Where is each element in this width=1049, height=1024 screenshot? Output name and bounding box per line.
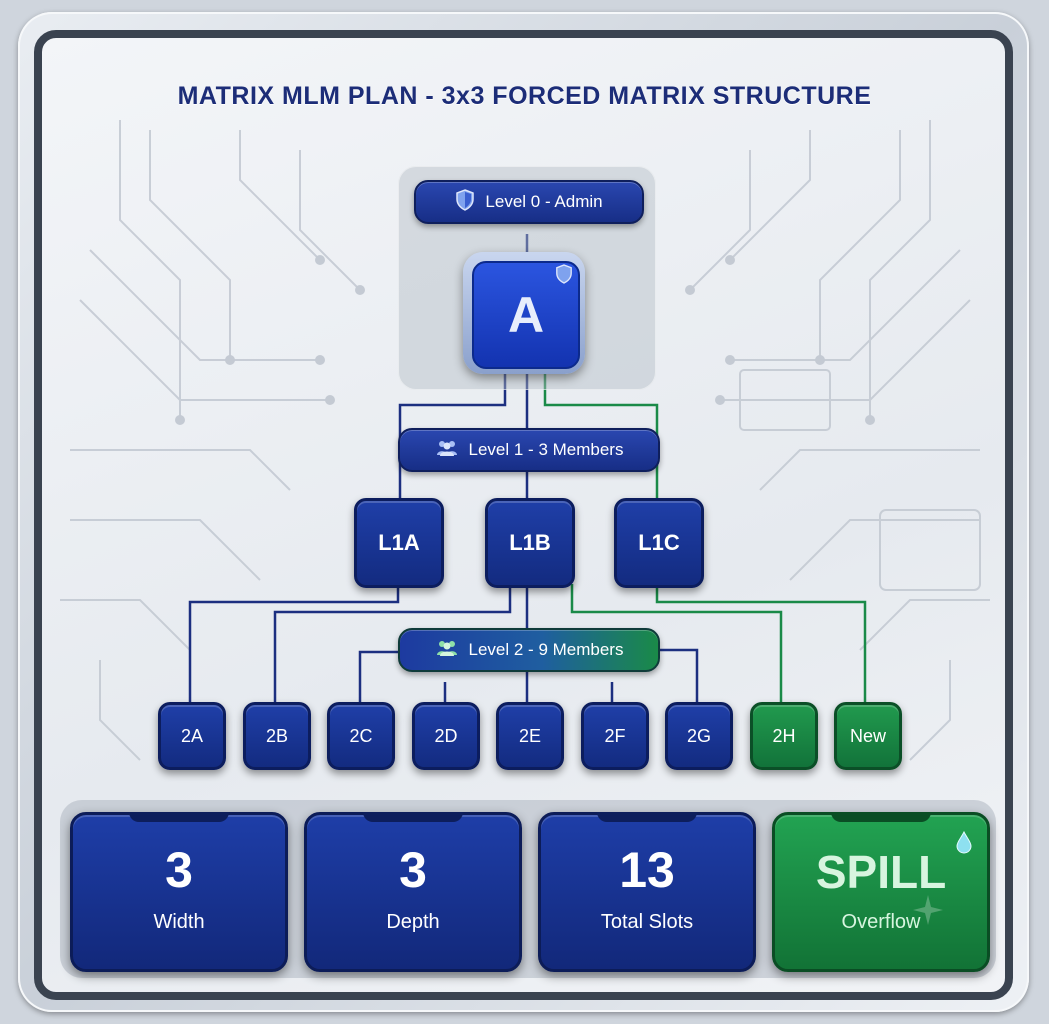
level-2-badge: Level 2 - 9 Members xyxy=(398,628,660,672)
level-1-node[interactable]: L1B xyxy=(485,498,575,588)
level-2-spillover-node[interactable]: 2H xyxy=(750,702,818,770)
stat-value: SPILL xyxy=(815,846,947,898)
level-2-node[interactable]: 2B xyxy=(243,702,311,770)
level-2-spillover-node[interactable]: New xyxy=(834,702,902,770)
sparkle-icon xyxy=(911,893,945,932)
stat-card-total-slots: 13 Total Slots xyxy=(538,812,756,972)
circuit-pads xyxy=(175,255,875,425)
node-label: 2E xyxy=(518,725,542,746)
level-1-badge: Level 1 - 3 Members xyxy=(398,428,660,472)
node-label: 2F xyxy=(604,725,626,746)
node-label: L1B xyxy=(509,530,551,555)
node-label: 2C xyxy=(349,725,373,746)
root-node-label: A xyxy=(507,287,545,343)
level-0-badge: Level 0 - Admin xyxy=(414,180,644,224)
level-2-node[interactable]: 2G xyxy=(665,702,733,770)
level-2-node[interactable]: 2F xyxy=(581,702,649,770)
level-2-label: Level 2 - 9 Members xyxy=(468,640,624,659)
stat-card-width: 3 Width xyxy=(70,812,288,972)
node-label: 2H xyxy=(772,725,796,746)
level-2-node[interactable]: 2C xyxy=(327,702,395,770)
level-2-node[interactable]: 2E xyxy=(496,702,564,770)
level-2-node[interactable]: 2A xyxy=(158,702,226,770)
stat-label: Total Slots xyxy=(600,911,694,933)
stat-card-spill: SPILL Overflow xyxy=(772,812,990,972)
node-label: 2A xyxy=(180,725,204,746)
node-label: 2D xyxy=(434,725,458,746)
stat-value: 13 xyxy=(619,842,675,898)
stat-card-depth: 3 Depth xyxy=(304,812,522,972)
stat-label: Width xyxy=(153,911,205,933)
stat-label: Depth xyxy=(386,911,440,933)
node-label: L1C xyxy=(638,530,680,555)
stat-value: 3 xyxy=(165,842,193,898)
node-label: 2B xyxy=(265,725,289,746)
page-title: MATRIX MLM PLAN - 3x3 FORCED MATRIX STRU… xyxy=(177,82,872,110)
circuit-traces xyxy=(60,120,990,761)
droplet-icon xyxy=(955,830,973,860)
root-admin-node[interactable]: A xyxy=(463,252,585,374)
node-label: 2G xyxy=(686,725,711,746)
level-0-label: Level 0 - Admin xyxy=(485,192,603,211)
node-label: New xyxy=(849,725,886,746)
level-1-node[interactable]: L1C xyxy=(614,498,704,588)
stat-value: 3 xyxy=(399,842,427,898)
users-icon xyxy=(435,639,459,662)
shield-icon xyxy=(555,264,573,288)
level-1-label: Level 1 - 3 Members xyxy=(468,440,624,459)
stat-label: Overflow xyxy=(841,911,921,933)
level-1-node[interactable]: L1A xyxy=(354,498,444,588)
users-icon xyxy=(435,439,459,462)
shield-icon xyxy=(455,188,475,216)
level-2-node[interactable]: 2D xyxy=(412,702,480,770)
node-label: L1A xyxy=(378,530,420,555)
